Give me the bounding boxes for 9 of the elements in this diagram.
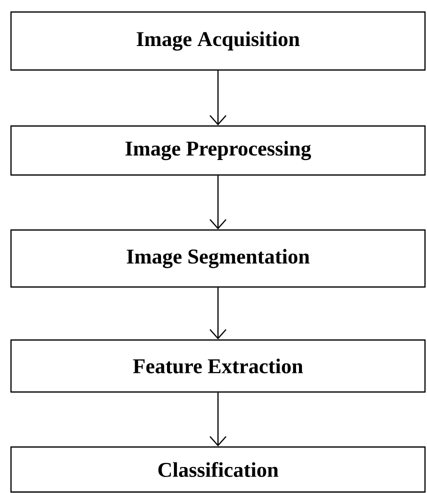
process-box: Classification [10,446,426,493]
process-box: Image Segmentation [10,229,426,288]
arrow [210,176,226,230]
process-box: Image Acquisition [10,11,426,71]
arrow [210,288,226,340]
arrow [210,70,226,126]
process-box: Feature Extraction [10,339,426,393]
process-box: Image Preprocessing [10,125,426,176]
arrow [210,392,226,446]
